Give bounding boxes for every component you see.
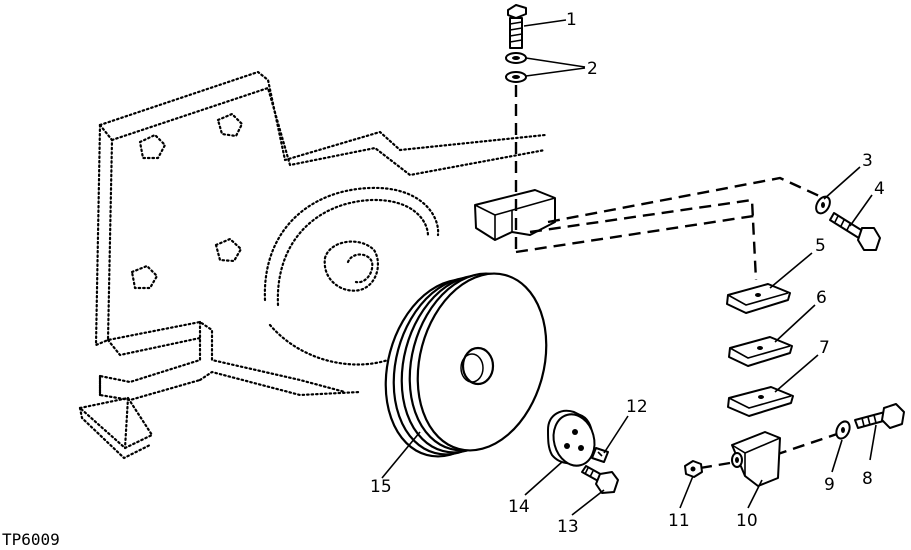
washer-part-9	[835, 420, 851, 440]
callout-4: 4	[874, 179, 885, 199]
set-screw-part-12	[591, 447, 609, 463]
hub-part-14	[547, 409, 596, 467]
callout-15: 15	[370, 477, 392, 497]
bracket-block	[474, 189, 556, 241]
washer-part-3	[815, 195, 831, 215]
callout-6: 6	[816, 288, 827, 308]
callout-2: 2	[587, 59, 598, 79]
figure-code: TP6009	[2, 530, 60, 549]
cap-screw-part-4	[829, 212, 881, 251]
callout-11: 11	[668, 511, 690, 531]
assembly-lines	[514, 85, 841, 470]
cap-screw-part-1	[507, 4, 527, 49]
callout-12: 12	[626, 397, 648, 417]
washers-part-2	[505, 52, 527, 83]
callout-1: 1	[566, 10, 577, 30]
cap-screw-part-8	[854, 403, 905, 429]
shim-plate-part-7	[727, 386, 794, 417]
shim-plate-part-5	[726, 283, 791, 314]
callout-14: 14	[508, 497, 530, 517]
pulley-part-15	[384, 272, 548, 458]
callout-13: 13	[557, 517, 579, 537]
hex-nut-part-11	[684, 460, 703, 478]
callout-labels: 1 2 3 4 5 6 7 8 9 10 11 12 13 14 15	[370, 10, 885, 537]
angle-bracket-part-10	[731, 431, 781, 487]
callout-10: 10	[736, 511, 758, 531]
callout-7: 7	[819, 338, 830, 358]
leader-lines	[381, 19, 877, 516]
callout-8: 8	[862, 469, 873, 489]
housing-outline	[78, 70, 547, 460]
shim-plate-part-6	[728, 336, 793, 367]
callout-5: 5	[815, 236, 826, 256]
cap-screw-part-13	[581, 465, 619, 494]
callout-3: 3	[862, 151, 873, 171]
callout-9: 9	[824, 475, 835, 495]
